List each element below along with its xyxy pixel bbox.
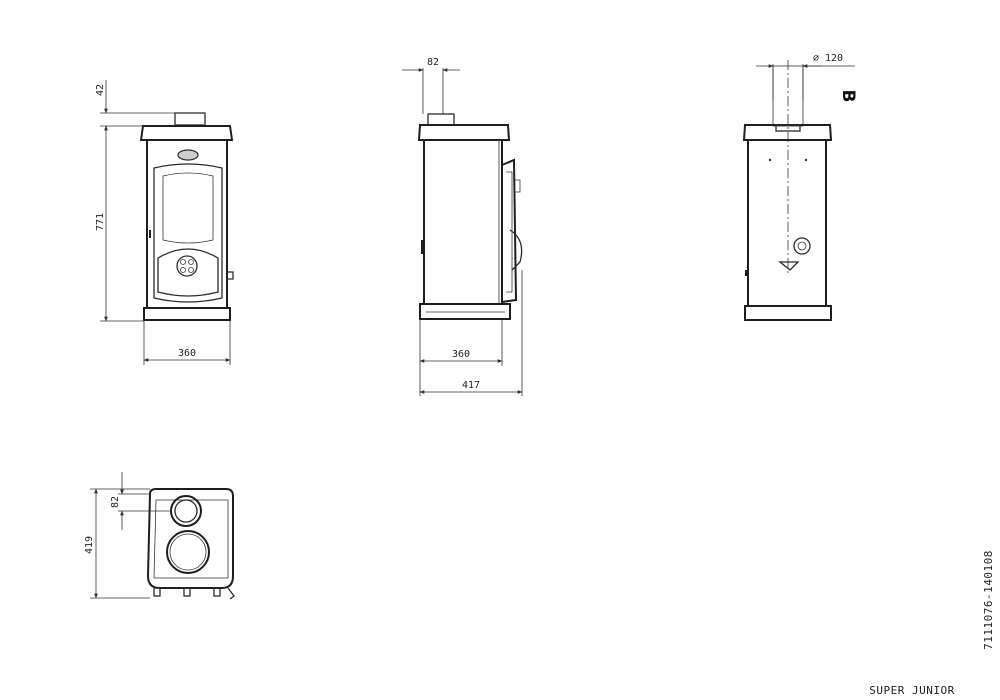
top-view: 82 419: [84, 472, 235, 600]
side-dim-body-depth: 360: [452, 349, 470, 360]
front-dim-flue-height: 42: [95, 84, 106, 96]
side-view: 82 360 417: [402, 57, 523, 396]
product-name: SUPER JUNIOR: [869, 684, 954, 697]
side-dim-total-depth: 417: [462, 380, 480, 391]
side-dim-flue-offset: 82: [427, 57, 439, 68]
top-dim-depth: 419: [84, 536, 95, 554]
top-dim-flue-offset: 82: [110, 496, 121, 508]
front-view: 42 771 360: [95, 80, 234, 365]
front-dim-total-height: 771: [95, 213, 106, 231]
rear-outlet-label: B: [838, 90, 858, 103]
front-dim-width: 360: [178, 348, 196, 359]
rear-dim-flue-diameter: ⌀ 120: [813, 53, 843, 64]
drawing-code: 7111076-140108: [982, 550, 995, 650]
rear-view: ⌀ 120 B: [742, 53, 858, 321]
